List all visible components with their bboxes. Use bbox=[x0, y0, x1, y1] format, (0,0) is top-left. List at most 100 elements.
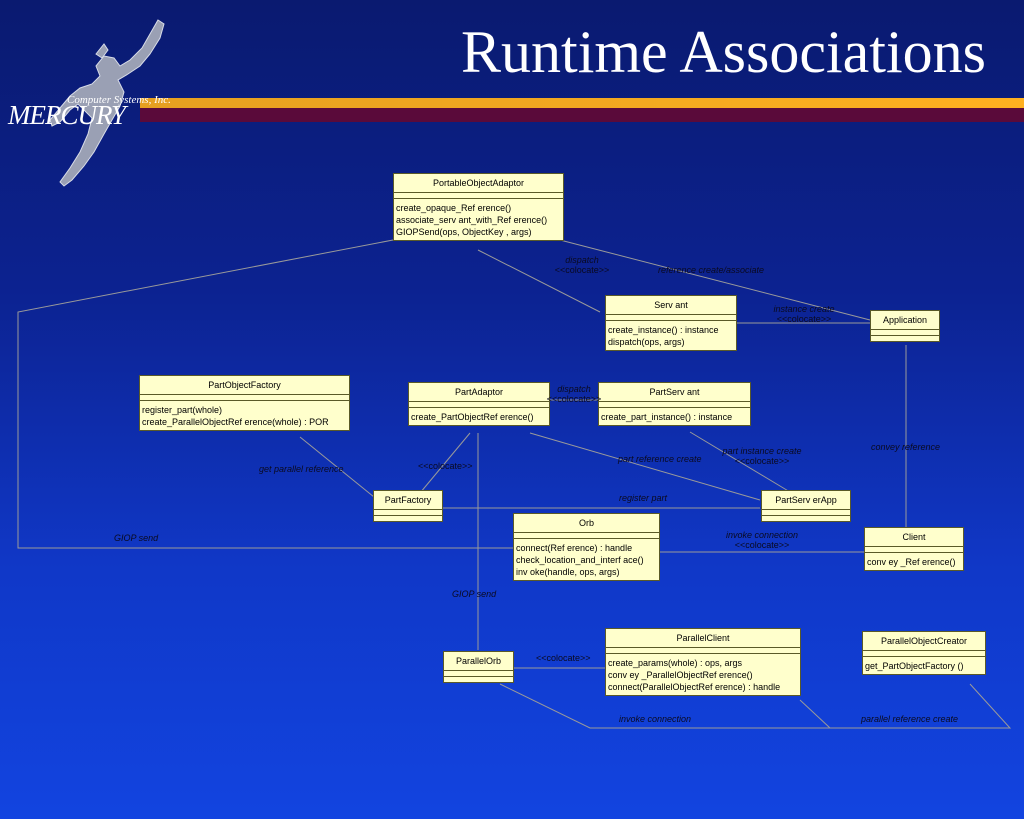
class-part-servant[interactable]: PartServ ant create_part_instance() : in… bbox=[598, 382, 751, 426]
class-operation: check_location_and_interf ace() bbox=[516, 555, 644, 565]
label-part-instance-create: part instance create <<colocate>> bbox=[712, 446, 812, 466]
label-reference-create-associate: reference create/associate bbox=[658, 265, 765, 275]
class-operations: register_part(whole) create_ParallelObje… bbox=[140, 401, 349, 430]
class-operation: associate_serv ant_with_Ref erence() bbox=[396, 215, 548, 225]
class-name: Serv ant bbox=[606, 296, 736, 315]
class-attributes bbox=[871, 330, 939, 336]
class-attributes bbox=[606, 315, 736, 321]
label-instance-create-text: instance create bbox=[773, 304, 835, 314]
class-attributes bbox=[140, 395, 349, 401]
mercury-figure-icon bbox=[49, 19, 165, 187]
class-operations: conv ey _Ref erence() bbox=[865, 553, 963, 570]
slide-title: Runtime Associations bbox=[461, 19, 986, 85]
class-operations: connect(Ref erence) : handle check_locat… bbox=[514, 539, 659, 580]
class-name: Application bbox=[871, 311, 939, 330]
class-parallel-object-creator[interactable]: ParallelObjectCreator get_PartObjectFact… bbox=[862, 631, 986, 675]
class-operations: create_params(whole) : ops, args conv ey… bbox=[606, 654, 800, 695]
label-instance-create: instance create <<colocate>> bbox=[764, 304, 844, 324]
label-colocate-stereotype: <<colocate>> bbox=[734, 456, 790, 466]
class-application[interactable]: Application bbox=[870, 310, 940, 342]
label-part-reference-create: part reference create bbox=[618, 454, 702, 464]
label-colocate-stereotype: <<colocate>> bbox=[554, 265, 610, 275]
header-bar-orange bbox=[140, 98, 1024, 108]
class-part-object-factory[interactable]: PartObjectFactory register_part(whole) c… bbox=[139, 375, 350, 431]
class-attributes bbox=[444, 671, 513, 677]
label-register-part: register part bbox=[619, 493, 668, 503]
class-operations bbox=[444, 677, 513, 682]
label-colocate-stereotype: <<colocate>> bbox=[776, 314, 832, 324]
class-operation: dispatch(ops, args) bbox=[608, 337, 685, 347]
class-name: PartAdaptor bbox=[409, 383, 549, 402]
class-operation: get_PartObjectFactory () bbox=[865, 661, 964, 671]
class-name: PartFactory bbox=[374, 491, 442, 510]
class-parallel-client[interactable]: ParallelClient create_params(whole) : op… bbox=[605, 628, 801, 696]
class-operation: connect(Ref erence) : handle bbox=[516, 543, 633, 553]
label-dispatch-part-text: dispatch bbox=[557, 384, 591, 394]
label-dispatch-text: dispatch bbox=[565, 255, 599, 265]
label-giop-send-parallel: GIOP send bbox=[452, 589, 497, 599]
class-attributes bbox=[409, 402, 549, 408]
label-get-parallel-reference: get parallel reference bbox=[259, 464, 344, 474]
class-orb[interactable]: Orb connect(Ref erence) : handle check_l… bbox=[513, 513, 660, 581]
class-operation: create_part_instance() : instance bbox=[601, 412, 733, 422]
class-part-server-app[interactable]: PartServ erApp bbox=[761, 490, 851, 522]
logo-wordmark: MERCURY bbox=[8, 100, 126, 130]
class-name: Orb bbox=[514, 514, 659, 533]
label-colocate-stereotype: <<colocate>> bbox=[734, 540, 790, 550]
class-operations: create_opaque_Ref erence() associate_ser… bbox=[394, 199, 563, 240]
class-operation: conv ey _ParallelObjectRef erence() bbox=[608, 670, 753, 680]
class-operation: register_part(whole) bbox=[142, 405, 223, 415]
class-part-factory[interactable]: PartFactory bbox=[373, 490, 443, 522]
class-name: PartServ erApp bbox=[762, 491, 850, 510]
class-attributes bbox=[606, 648, 800, 654]
class-attributes bbox=[374, 510, 442, 516]
class-name: ParallelOrb bbox=[444, 652, 513, 671]
label-invoke-connection-text: invoke connection bbox=[725, 530, 799, 540]
class-operation: create_ParallelObjectRef erence(whole) :… bbox=[142, 417, 329, 427]
class-operations bbox=[374, 516, 442, 521]
class-operation: conv ey _Ref erence() bbox=[867, 557, 956, 567]
class-attributes bbox=[762, 510, 850, 516]
logo-company-name: Computer Systems, Inc. bbox=[67, 94, 171, 106]
label-dispatch: dispatch <<colocate>> bbox=[552, 255, 612, 275]
class-operations bbox=[762, 516, 850, 521]
mercury-logo: Computer Systems, Inc. MERCURY bbox=[0, 14, 190, 189]
class-operations bbox=[871, 336, 939, 341]
class-name: Client bbox=[865, 528, 963, 547]
class-parallel-orb[interactable]: ParallelOrb bbox=[443, 651, 514, 683]
class-operations: create_part_instance() : instance bbox=[599, 408, 750, 425]
class-operation: create_PartObjectRef erence() bbox=[411, 412, 534, 422]
class-operation: connect(ParallelObjectRef erence) : hand… bbox=[608, 682, 781, 692]
class-operations: create_instance() : instance dispatch(op… bbox=[606, 321, 736, 350]
class-operations: get_PartObjectFactory () bbox=[863, 657, 985, 674]
label-colocate-stereotype: <<colocate>> bbox=[546, 394, 602, 404]
class-attributes bbox=[394, 193, 563, 199]
label-invoke-connection-parallel: invoke connection bbox=[619, 714, 692, 724]
label-colocate-part-factory: <<colocate>> bbox=[418, 461, 473, 471]
label-part-instance-create-text: part instance create bbox=[722, 446, 802, 456]
class-operations: create_PartObjectRef erence() bbox=[409, 408, 549, 425]
label-colocate-parallel-orb: <<colocate>> bbox=[536, 653, 591, 663]
class-name: PartServ ant bbox=[599, 383, 750, 402]
class-client[interactable]: Client conv ey _Ref erence() bbox=[864, 527, 964, 571]
class-operation: inv oke(handle, ops, args) bbox=[516, 567, 620, 577]
class-name: PortableObjectAdaptor bbox=[394, 174, 563, 193]
class-portable-object-adaptor[interactable]: PortableObjectAdaptor create_opaque_Ref … bbox=[393, 173, 564, 241]
class-operation: create_opaque_Ref erence() bbox=[396, 203, 512, 213]
class-servant[interactable]: Serv ant create_instance() : instance di… bbox=[605, 295, 737, 351]
class-name: ParallelClient bbox=[606, 629, 800, 648]
class-part-adaptor[interactable]: PartAdaptor create_PartObjectRef erence(… bbox=[408, 382, 550, 426]
class-operation: create_instance() : instance bbox=[608, 325, 719, 335]
class-operation: create_params(whole) : ops, args bbox=[608, 658, 743, 668]
label-invoke-connection: invoke connection <<colocate>> bbox=[716, 530, 808, 550]
label-convey-reference: convey reference bbox=[871, 442, 941, 452]
class-name: PartObjectFactory bbox=[140, 376, 349, 395]
header-bar-maroon bbox=[140, 108, 1024, 122]
class-attributes bbox=[865, 547, 963, 553]
label-dispatch-part: dispatch <<colocate>> bbox=[543, 384, 605, 404]
class-attributes bbox=[514, 533, 659, 539]
class-attributes bbox=[863, 651, 985, 657]
label-giop-send: GIOP send bbox=[114, 533, 159, 543]
class-attributes bbox=[599, 402, 750, 408]
